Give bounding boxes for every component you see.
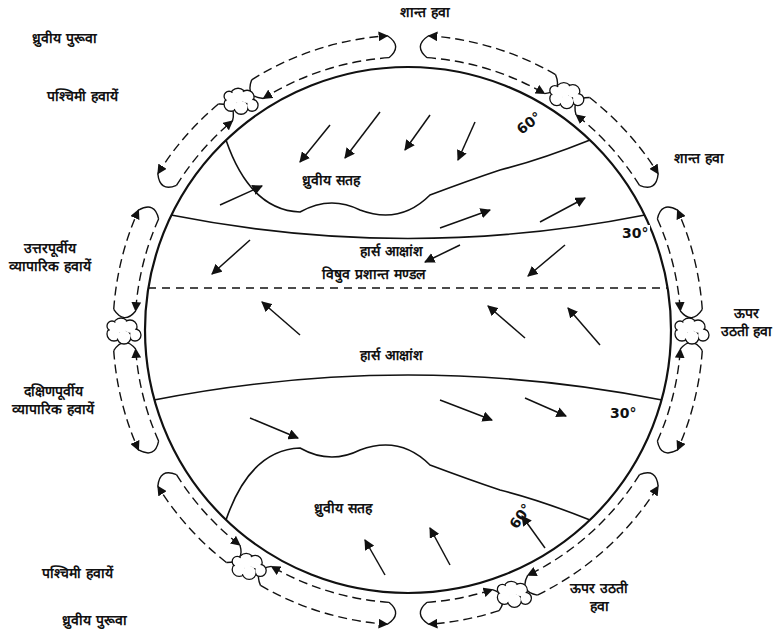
label: ऊपर उठती हवा <box>566 580 632 615</box>
lower-air-flow <box>263 58 389 99</box>
label: शान्त हवा <box>398 4 452 22</box>
surface-wind-arrow <box>212 240 250 274</box>
label: दक्षिणपूर्वीय व्यापारिक हवायें <box>2 383 104 418</box>
globe-outline <box>145 67 671 593</box>
surface-wind-arrow <box>430 528 450 565</box>
surface-wind-arrow <box>250 418 298 438</box>
circulation-cell <box>250 36 396 99</box>
lower-air-flow <box>136 219 159 311</box>
upper-air-flow <box>429 36 556 75</box>
latitude-30-north <box>171 215 645 239</box>
surface-wind-arrow <box>568 308 600 345</box>
circulation-cell <box>114 207 159 318</box>
lower-air-flow <box>657 349 680 441</box>
label: 60° <box>512 107 547 140</box>
circulation-cell <box>525 473 658 595</box>
upper-air-flow <box>429 611 500 625</box>
upper-air-flow <box>252 36 388 80</box>
circulation-cell <box>158 104 234 187</box>
upper-air-flow <box>537 486 658 595</box>
circulation-cell <box>158 473 241 563</box>
lower-air-flow <box>427 58 544 94</box>
label: शान्त हवा <box>672 150 726 168</box>
cloud-symbol <box>675 318 709 344</box>
label: ऊपर उठती हवा <box>717 305 776 340</box>
upper-air-flow <box>261 585 388 624</box>
label: पश्चिमी हवायें <box>45 88 120 106</box>
cell-turn <box>657 207 702 318</box>
lower-air-flow <box>427 590 492 603</box>
upper-air-flow <box>114 210 139 309</box>
cell-turn <box>158 104 234 187</box>
label: 30° <box>608 405 638 423</box>
surface-wind-arrow <box>220 186 262 205</box>
polar-front-south <box>226 445 590 520</box>
surface-wind-arrow <box>440 210 490 228</box>
upper-air-flow <box>677 351 702 450</box>
label: 30° <box>620 225 650 243</box>
label: हार्स आक्षांश <box>358 347 425 365</box>
surface-wind-arrow <box>365 540 385 575</box>
circulation-cell <box>657 207 702 318</box>
surface-wind-arrow <box>262 302 300 335</box>
surface-wind-arrow <box>405 115 430 150</box>
label: ध्रुवीय सतह <box>312 500 374 518</box>
circulation-cell <box>420 36 557 94</box>
lower-air-flow <box>576 115 639 185</box>
polar-front-north <box>226 140 590 215</box>
lower-air-flow <box>176 121 232 185</box>
cell-turn <box>114 207 159 318</box>
lower-air-flow <box>176 475 239 545</box>
circulation-cell <box>258 566 395 624</box>
cell-turn <box>420 36 557 94</box>
cell-turn <box>158 473 241 563</box>
surface-wind-arrow <box>528 245 565 276</box>
label: हार्स आक्षांश <box>358 243 425 261</box>
label: उत्तरपूर्वीय व्यापारिक हवायें <box>2 240 98 275</box>
surface-wind-arrow <box>488 306 525 338</box>
cell-turn <box>420 590 503 625</box>
upper-air-flow <box>114 351 139 450</box>
surface-wind-arrow <box>458 122 475 160</box>
upper-air-flow <box>158 104 219 174</box>
cloud-symbol <box>224 88 258 114</box>
cloud-symbol <box>550 83 584 109</box>
circulation-cell <box>575 98 658 188</box>
surface-wind-arrow <box>525 398 566 416</box>
circulation-cell <box>420 590 503 625</box>
label: ध्रुवीय पुरूवा <box>60 612 129 630</box>
label: पश्चिमी हवायें <box>40 565 115 583</box>
surface-wind-arrow <box>440 400 492 420</box>
surface-wind-arrow <box>425 245 460 262</box>
cell-turn <box>250 36 396 99</box>
cell-turn <box>525 473 658 595</box>
equator-line <box>148 287 668 289</box>
latitude-30-south <box>154 375 662 400</box>
cell-turn <box>258 566 395 624</box>
lower-air-flow <box>528 475 640 576</box>
cell-turn <box>575 98 658 188</box>
cloud-symbol <box>497 581 531 607</box>
cell-turn <box>114 342 159 453</box>
label: ध्रुवीय सतह <box>300 172 362 190</box>
cloud-symbol <box>232 553 266 579</box>
surface-wind-arrow <box>345 112 380 158</box>
surface-wind-arrow <box>540 198 585 222</box>
cell-turn <box>657 342 702 453</box>
lower-air-flow <box>657 219 680 311</box>
circulation-cell <box>114 342 159 453</box>
upper-air-flow <box>677 210 702 309</box>
surface-wind-arrow <box>300 125 330 162</box>
label: विषुव प्रशान्त मण्डल <box>320 266 427 284</box>
cloud-symbol <box>107 318 141 344</box>
label: ध्रुवीय पुरूवा <box>30 30 99 48</box>
lower-air-flow <box>136 349 159 441</box>
circulation-cell <box>657 342 702 453</box>
lower-air-flow <box>272 566 389 602</box>
